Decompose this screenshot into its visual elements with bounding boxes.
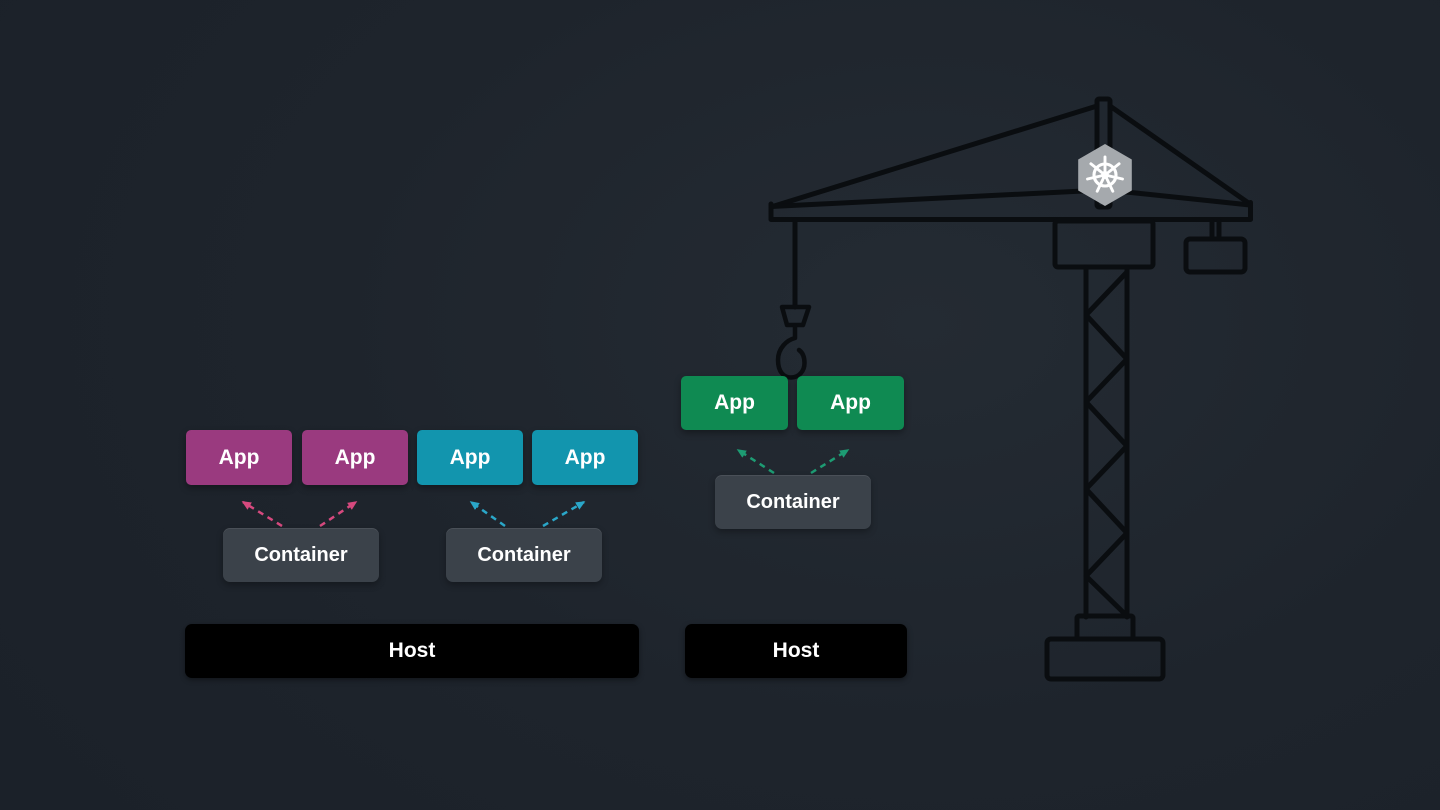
kubernetes-logo	[1078, 144, 1132, 206]
helm-wheel-icon	[1086, 155, 1124, 193]
arrow-container1-app1	[241, 500, 283, 528]
crane-jib-top-left	[768, 187, 1106, 209]
kubernetes-hexagon	[1078, 144, 1132, 206]
container-box: Container	[223, 528, 379, 582]
crane-hook-icon	[775, 323, 807, 380]
crane-right-tie-cable	[1107, 103, 1253, 207]
crane-hook-block	[779, 304, 812, 328]
crane-foot	[1074, 613, 1136, 642]
app-box: App	[797, 376, 904, 430]
container-box: Container	[446, 528, 602, 582]
host-bar: Host	[685, 624, 907, 678]
crane-mast	[1094, 96, 1113, 210]
arrow-container2-app4	[542, 500, 586, 528]
app-box: App	[681, 376, 788, 430]
crane-counterweight	[1183, 236, 1248, 275]
crane-tower-lattice	[1083, 269, 1130, 619]
app-box: App	[302, 430, 408, 485]
container-box: Container	[715, 475, 871, 529]
app-box: App	[186, 430, 292, 485]
arrow-container3-app6	[810, 448, 850, 475]
app-box: App	[417, 430, 523, 485]
crane-left-tie-cable	[768, 103, 1100, 210]
crane-base	[1044, 636, 1166, 682]
arrow-container1-app2	[319, 500, 358, 528]
arrow-container3-app5	[736, 448, 775, 475]
host-bar: Host	[185, 624, 639, 678]
crane-jib-beam	[768, 200, 1253, 222]
crane-cab	[1052, 218, 1156, 270]
app-box: App	[532, 430, 638, 485]
crane-jib-top-right	[1104, 187, 1253, 208]
arrow-container2-app3	[469, 500, 506, 528]
